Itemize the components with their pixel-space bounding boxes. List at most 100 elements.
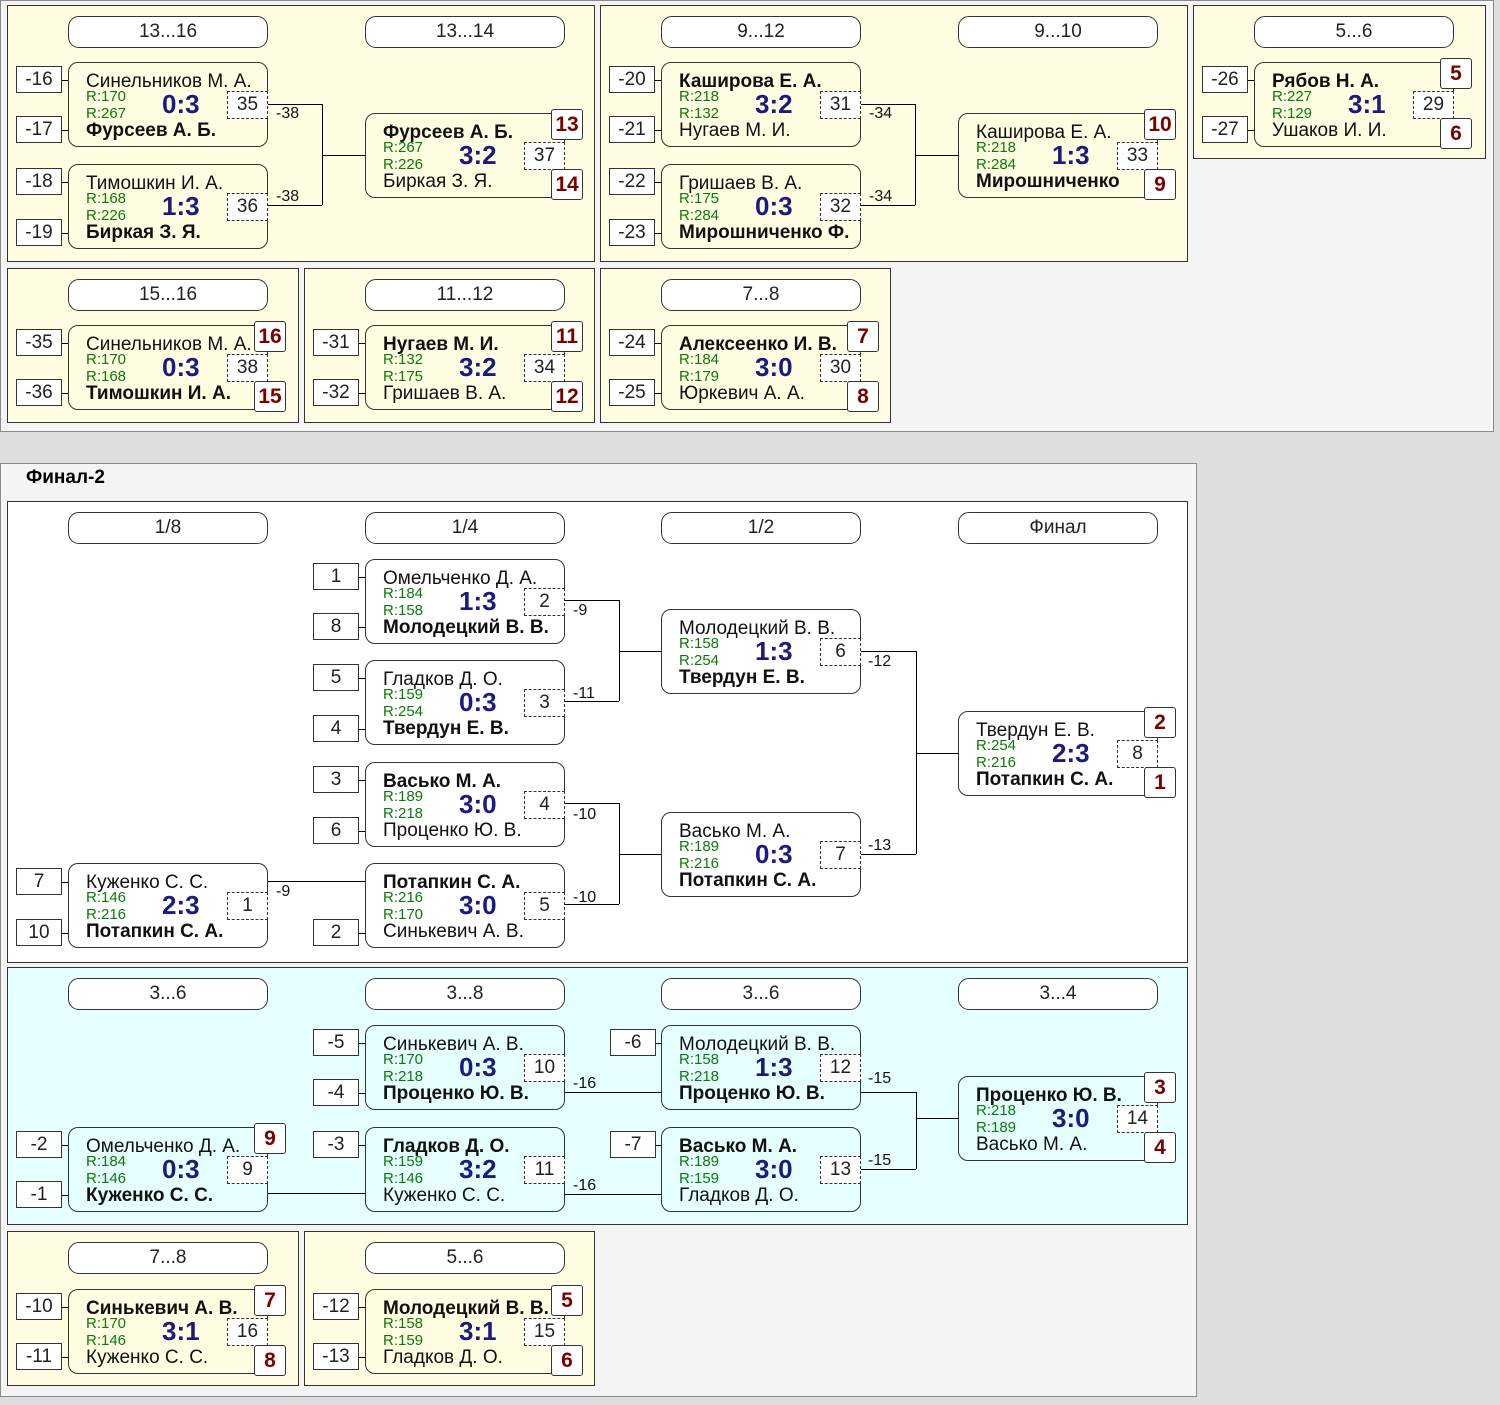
connector-line xyxy=(565,600,619,601)
connector-line xyxy=(62,182,68,183)
match-score: 2:3 xyxy=(1052,738,1090,768)
player-rating: R:168 xyxy=(86,190,127,207)
player-name: Проценко Ю. В. xyxy=(679,1084,825,1104)
player-rating: R:218 xyxy=(383,805,424,822)
connector-line xyxy=(861,104,915,105)
match-number: 37 xyxy=(524,142,565,170)
seed-box: -25 xyxy=(609,379,655,406)
connector-line xyxy=(268,881,365,882)
seed-box: -19 xyxy=(16,219,62,246)
seed-box: -32 xyxy=(313,379,359,406)
match-number: 7 xyxy=(820,841,861,869)
panel-title: Финал-2 xyxy=(26,467,105,488)
place-badge: 9 xyxy=(254,1123,286,1154)
player-name: Тимошкин И. А. xyxy=(86,174,224,194)
round-header: 9...10 xyxy=(958,16,1158,48)
round-header: 13...14 xyxy=(365,16,565,48)
feed-label: -15 xyxy=(868,1070,892,1087)
seed-box: 3 xyxy=(313,766,359,793)
connector-line xyxy=(268,1193,365,1194)
player-name: Каширова Е. А. xyxy=(679,72,822,92)
player-name: Юркевич А. А. xyxy=(679,384,805,404)
connector-line xyxy=(861,1092,916,1093)
player-rating: R:175 xyxy=(383,368,424,385)
connector-line xyxy=(62,343,68,344)
match-number: 30 xyxy=(820,354,861,382)
seed-box: 10 xyxy=(16,919,62,946)
player-name: Синькевич А. В. xyxy=(383,922,524,942)
player-rating: R:216 xyxy=(383,889,424,906)
seed-box: -2 xyxy=(16,1131,62,1158)
player-rating: R:189 xyxy=(679,1153,720,1170)
match-score: 3:0 xyxy=(1052,1103,1090,1133)
match-number: 3 xyxy=(524,689,565,717)
player-name: Потапкин С. А. xyxy=(679,871,817,891)
player-rating: R:170 xyxy=(86,1315,127,1332)
feed-label: -13 xyxy=(868,837,892,854)
connector-line xyxy=(62,1357,68,1358)
connector-line xyxy=(655,233,661,234)
connector-line xyxy=(916,753,958,754)
match-number: 13 xyxy=(820,1156,861,1184)
player-rating: R:226 xyxy=(383,156,424,173)
round-header: 5...6 xyxy=(1254,16,1454,48)
place-badge: 14 xyxy=(551,169,583,200)
connector-line xyxy=(359,343,365,344)
connector-line xyxy=(565,1194,661,1195)
match-number: 4 xyxy=(524,791,565,819)
round-header: 1/8 xyxy=(68,512,268,544)
connector-line xyxy=(619,600,620,701)
connector-line xyxy=(268,205,322,206)
match-score: 3:0 xyxy=(459,890,497,920)
connector-line xyxy=(359,933,365,934)
player-rating: R:254 xyxy=(383,703,424,720)
match-number: 8 xyxy=(1117,740,1158,768)
player-name: Гришаев В. А. xyxy=(679,174,803,194)
seed-box: -27 xyxy=(1202,116,1248,143)
connector-line xyxy=(655,130,661,131)
player-name: Каширова Е. А. xyxy=(976,123,1112,143)
round-header: 3...4 xyxy=(958,978,1158,1010)
connector-line xyxy=(359,678,365,679)
player-rating: R:158 xyxy=(383,1315,424,1332)
match-score: 2:3 xyxy=(162,890,200,920)
match-score: 1:3 xyxy=(1052,140,1090,170)
feed-label: -16 xyxy=(573,1177,597,1194)
match-score: 1:3 xyxy=(755,636,793,666)
seed-box: 2 xyxy=(313,919,359,946)
player-rating: R:254 xyxy=(976,737,1017,754)
match-number: 38 xyxy=(227,354,268,382)
round-header: Финал xyxy=(958,512,1158,544)
match-score: 3:2 xyxy=(755,89,793,119)
player-name: Молодецкий В. В. xyxy=(679,1035,836,1055)
connector-line xyxy=(861,651,916,652)
